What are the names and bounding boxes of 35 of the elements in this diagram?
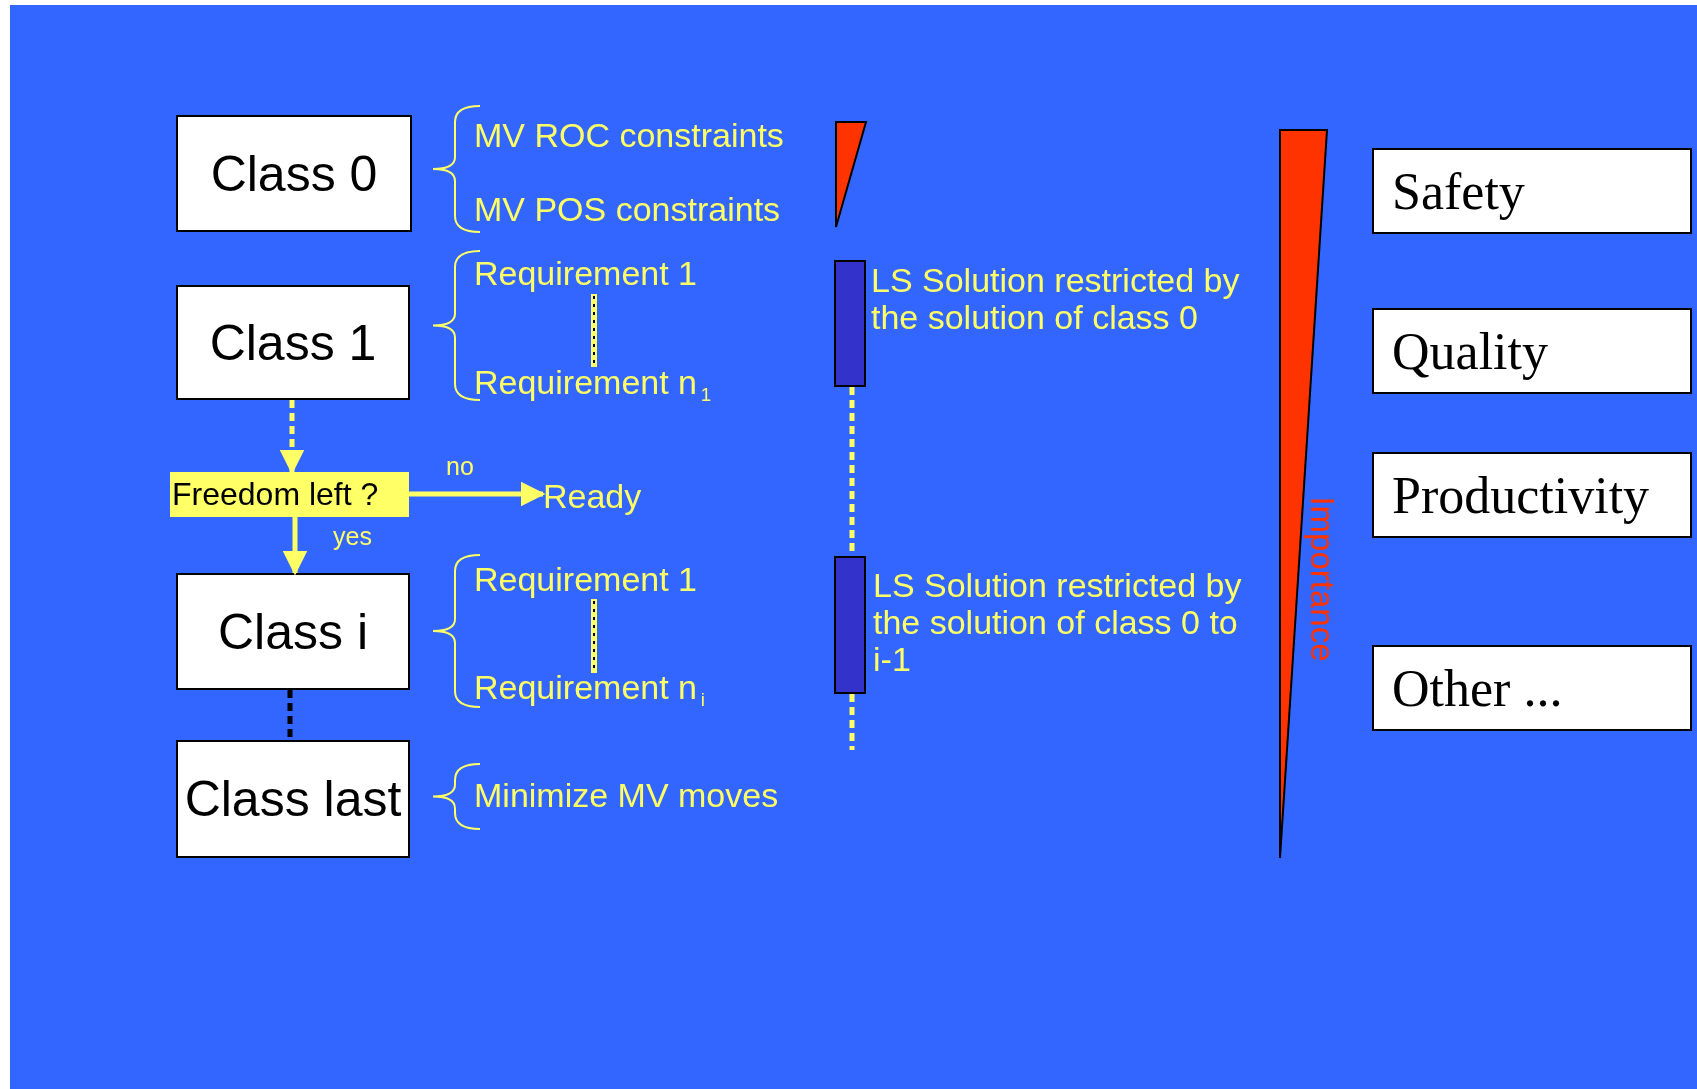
priority-box: [1372, 645, 1692, 731]
constraint-text: MV POS constraints: [474, 190, 781, 229]
dashed-connector: [287, 690, 293, 740]
note-text: LS Solution restricted by the solution of class 0: [871, 262, 1241, 336]
node-label: Safety: [1392, 161, 1525, 221]
class-box: [176, 115, 412, 232]
node-label: Other ...: [1392, 658, 1563, 718]
constraint-text: Requirement 1: [474, 560, 697, 599]
priority-box: [1372, 452, 1692, 538]
node-label: Class 0: [210, 144, 378, 203]
priority-box: [1372, 308, 1692, 394]
dashed-connector: [279, 400, 305, 475]
solution-bar: [834, 260, 866, 387]
priority-box: [1372, 148, 1692, 234]
arrow: [409, 481, 546, 507]
dashed-connector: [849, 694, 855, 750]
axis-label: Importance: [1303, 494, 1341, 664]
node-label: Class last: [184, 770, 402, 828]
constraint-text: Requirement n$_{i}$: [474, 668, 705, 711]
arrow: [282, 517, 308, 576]
node-label: Class i: [218, 602, 368, 661]
node-label: Class 1: [209, 313, 377, 372]
solution-bar: [834, 556, 866, 694]
end-label: Ready: [543, 476, 663, 517]
class-box: [176, 573, 410, 690]
note-text: LS Solution restricted by the solution of class 0 to i-1: [873, 567, 1243, 678]
constraint-text: Minimize MV moves: [474, 776, 779, 815]
class-box: [176, 740, 410, 858]
constraint-text: Requirement n$_{1}$: [474, 363, 712, 406]
constraint-text: Requirement 1: [474, 254, 697, 293]
node-label: Productivity: [1392, 465, 1650, 525]
constraint-text: MV ROC constraints: [474, 116, 784, 155]
node-label: Quality: [1392, 321, 1548, 381]
class-box: [176, 285, 410, 400]
decision-box: Freedom left ?: [170, 472, 409, 517]
